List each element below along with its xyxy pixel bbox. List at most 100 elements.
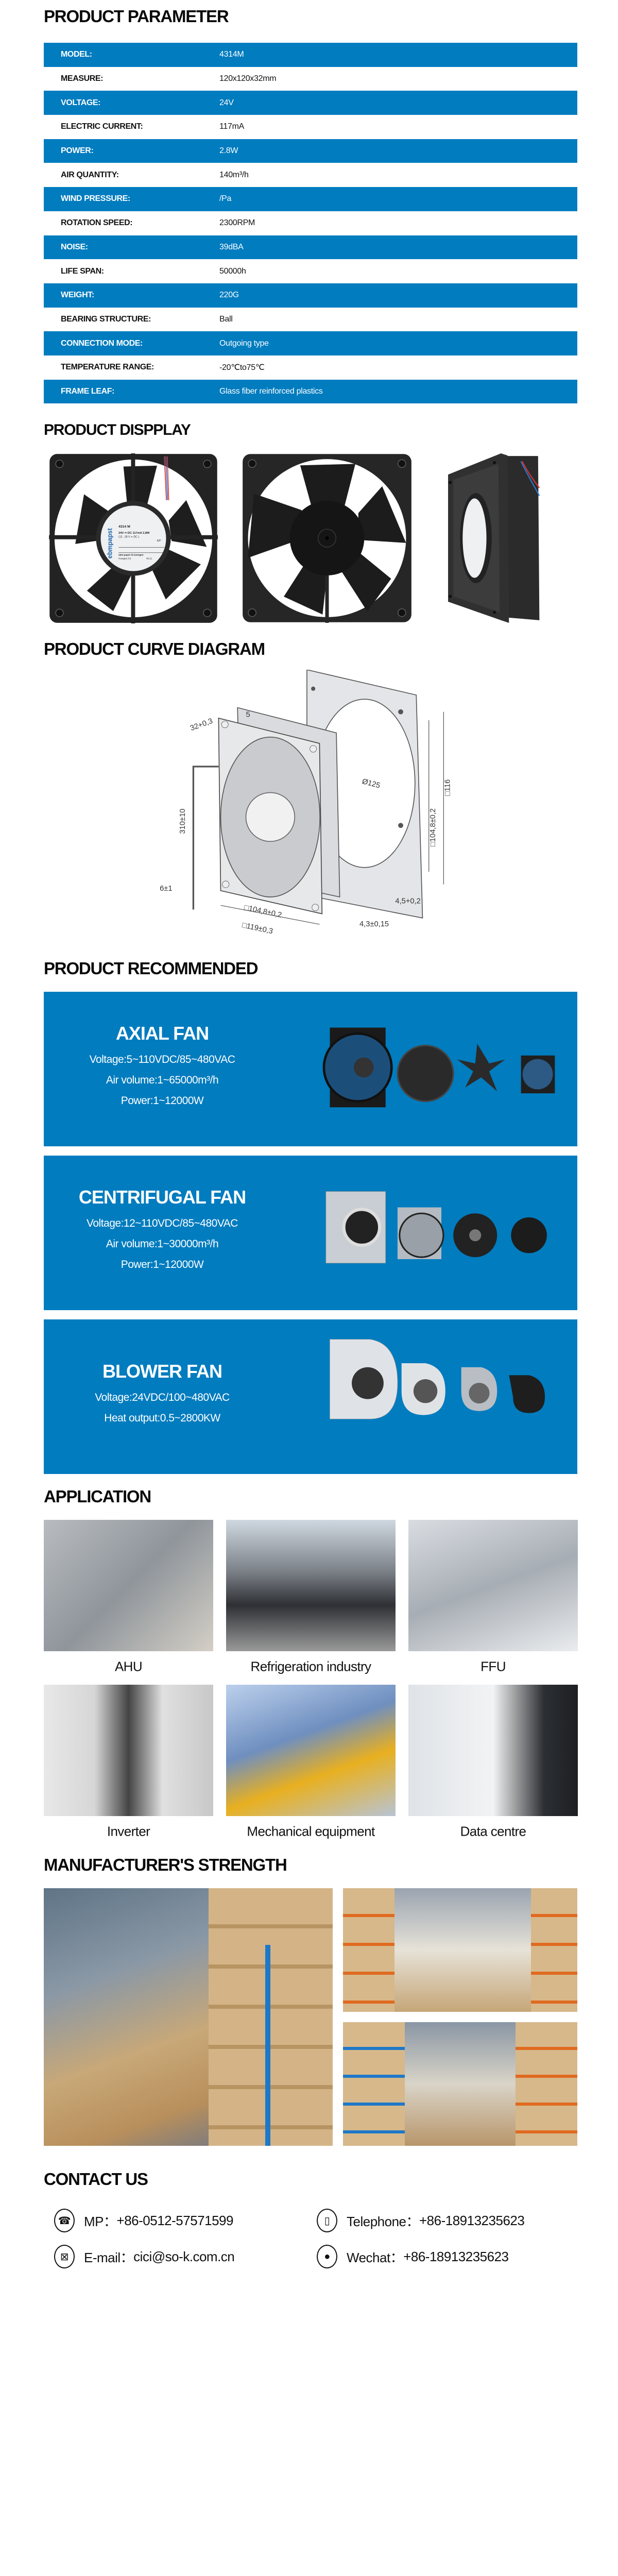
parameter-value: 140m³/h (219, 170, 249, 179)
parameter-label: ROTATION SPEED: (61, 218, 133, 228)
dim-cable: 310±10 (179, 809, 187, 834)
parameter-label: POWER: (61, 146, 94, 156)
contact-wechat-value[interactable]: +86-18913235623 (403, 2248, 509, 2264)
parameter-value: Outgoing type (219, 338, 269, 348)
parameter-label: MODEL: (61, 50, 92, 59)
contact-mp-label: MP： (84, 2213, 117, 2229)
parameter-label: MEASURE: (61, 74, 104, 83)
fan-label-maker: ebm-papst St.Georgen (118, 553, 144, 556)
product-banner-centrifugal-fan[interactable]: CENTRIFUGAL FAN Voltage:12~110VDC/85~480V… (44, 1156, 577, 1310)
banner-spec-line: Voltage:24VDC/100~480VAC (95, 1392, 230, 1403)
application-photo-data-centre (408, 1685, 578, 1816)
application-caption: Refrigeration industry (250, 1658, 372, 1674)
parameter-value: 2300RPM (219, 218, 255, 228)
dim-flange: 4,3±0,15 (359, 920, 389, 928)
contact-email-value[interactable]: cici@so-k.com.cn (133, 2248, 235, 2264)
fan-side-photo (448, 453, 540, 623)
application-caption: AHU (114, 1658, 143, 1674)
banner-title: CENTRIFUGAL FAN (78, 1187, 246, 1208)
banner-product-image (325, 1191, 547, 1264)
contact-wechat: ● Wechat： +86-18913235623 (317, 2245, 509, 2268)
contact-tel-label: Telephone： (347, 2213, 420, 2229)
warehouse-photo-1 (44, 1888, 333, 2146)
parameter-value: 50000h (219, 266, 246, 276)
parameter-row: BEARING STRUCTURE:Ball (44, 308, 577, 332)
parameter-value: 39dBA (219, 242, 244, 251)
banner-text: CENTRIFUGAL FAN Voltage:12~110VDC/85~480V… (44, 1187, 281, 1275)
section-title-parameter: PRODUCT PARAMETER (44, 7, 229, 26)
parameter-row: ROTATION SPEED: 2300RPM (44, 211, 577, 235)
parameter-label: ELECTRIC CURRENT: (61, 122, 143, 131)
parameter-row: AIR QUANTITY: 140m³/h (44, 163, 577, 187)
parameter-label: FRAME LEAF: (61, 386, 115, 396)
parameter-label: WEIGHT: (61, 291, 94, 300)
banner-spec-line: Power:1~12000W (121, 1095, 204, 1107)
banner-spec-line: Air volume:1~65000m³/h (106, 1074, 219, 1086)
parameter-label: CONNECTION MODE: (61, 338, 143, 348)
section-title-contact: CONTACT US (44, 2170, 148, 2189)
contact-mp: ☎ MP： +86-0512-57571599 (54, 2209, 233, 2232)
parameter-row: FRAME LEAF: Glass fiber reinforced plasti… (44, 379, 577, 404)
fan-label-brand: ebmpapst (107, 528, 114, 558)
fan-label-ep: EP (157, 539, 161, 543)
parameter-value: Glass fiber reinforced plastics (219, 386, 323, 396)
parameter-row: ELECTRIC CURRENT:117mA (44, 115, 577, 139)
parameter-row: MEASURE: 120x120x32mm (44, 67, 577, 91)
warehouse-photo-2 (343, 1888, 577, 2012)
banner-spec-line: Air volume:1~30000m³/h (106, 1238, 219, 1250)
application-caption: Inverter (107, 1823, 150, 1839)
dimension-diagram: 32+0,3 5 310±10 6±1 □104,8±0,2 □119±0,3 … (160, 670, 452, 936)
contact-telephone: ▯ Telephone： +86-18913235623 (317, 2209, 525, 2232)
banner-title: BLOWER FAN (102, 1361, 222, 1382)
contact-email: ⊠ E-mail： cici@so-k.com.cn (54, 2245, 235, 2268)
page: PRODUCT PARAMETER MODEL: 4314M MEASURE: 120… (44, 7, 578, 2268)
banner-title: AXIAL FAN (115, 1023, 209, 1044)
contact-email-label: E-mail： (84, 2249, 134, 2265)
warehouse-photo-3 (343, 2022, 577, 2146)
parameter-label: TEMPERATURE RANGE: (61, 363, 154, 372)
banner-product-image (322, 1027, 555, 1108)
banner-text: BLOWER FAN Voltage:24VDC/100~480VAC Heat o… (44, 1361, 281, 1429)
dim-depth: 32+0,3 (189, 717, 214, 733)
parameter-row: WEIGHT: 220G (44, 283, 577, 308)
parameter-value: 2.8W (219, 146, 238, 156)
product-banner-axial-fan[interactable]: AXIAL FAN Voltage:5~110VDC/85~480VAC Air v… (44, 992, 577, 1146)
application-photo-refrigeration-industry (226, 1520, 396, 1651)
dim-hole-inner: □104,8±0,2 (244, 904, 283, 920)
section-title-application: APPLICATION (44, 1487, 151, 1506)
parameter-value: Ball (219, 314, 233, 324)
banner-spec-line: Heat output:0.5~2800KW (104, 1412, 220, 1424)
banner-spec-line: Voltage:12~110VDC/85~480VAC (87, 1217, 238, 1229)
dim-hole-dia: 4,5+0,2 (395, 897, 420, 905)
fan-label-code: 48.21 (146, 557, 152, 560)
section-title-display: PRODUCT DISPPLAY (44, 421, 191, 438)
parameter-row: VOLTAGE:24V (44, 91, 577, 115)
dim-inset: 5 (246, 710, 250, 719)
product-banner-blower-fan[interactable]: BLOWER FAN Voltage:24VDC/100~480VAC Heat o… (44, 1319, 577, 1474)
parameter-row: CONNECTION MODE: Outgoing type (44, 331, 577, 355)
phone-icon: ☎ (54, 2209, 75, 2232)
contact-tel-value[interactable]: +86-18913235623 (419, 2212, 525, 2228)
parameter-value: 120x120x32mm (219, 74, 277, 83)
dim-strip: 6±1 (160, 885, 172, 893)
fan-label-model: 4314 M (118, 525, 130, 529)
parameter-value: /Pa (219, 194, 232, 204)
parameter-row: WIND PRESSURE:/Pa (44, 187, 577, 211)
banner-product-image (330, 1339, 545, 1419)
application-photo-mechanical-equipment (226, 1685, 396, 1816)
application-photo-ffu (408, 1520, 578, 1651)
application-caption: FFU (480, 1658, 506, 1674)
application-caption: Data centre (460, 1823, 526, 1839)
banner-spec-line: Voltage:5~110VDC/85~480VAC (89, 1054, 235, 1065)
parameter-value: 220G (219, 291, 239, 300)
parameter-label: NOISE: (61, 242, 88, 251)
fan-front-photo: 24V ⎓ DC 117mA 2,8W 4314 M (12 - 28 V ⎓ … (49, 453, 218, 623)
contact-wechat-label: Wechat： (347, 2249, 404, 2265)
section-title-strength: MANUFACTURER'S STRENGTH (44, 1855, 287, 1874)
contact-mp-value[interactable]: +86-0512-57571599 (116, 2212, 234, 2228)
parameter-label: AIR QUANTITY: (61, 170, 119, 179)
parameter-value: 4314M (219, 50, 244, 59)
banner-text: AXIAL FAN Voltage:5~110VDC/85~480VAC Air v… (44, 1023, 281, 1111)
parameter-label: LIFE SPAN: (61, 266, 104, 276)
parameter-row: TEMPERATURE RANGE:-20℃to75℃ (44, 355, 577, 380)
